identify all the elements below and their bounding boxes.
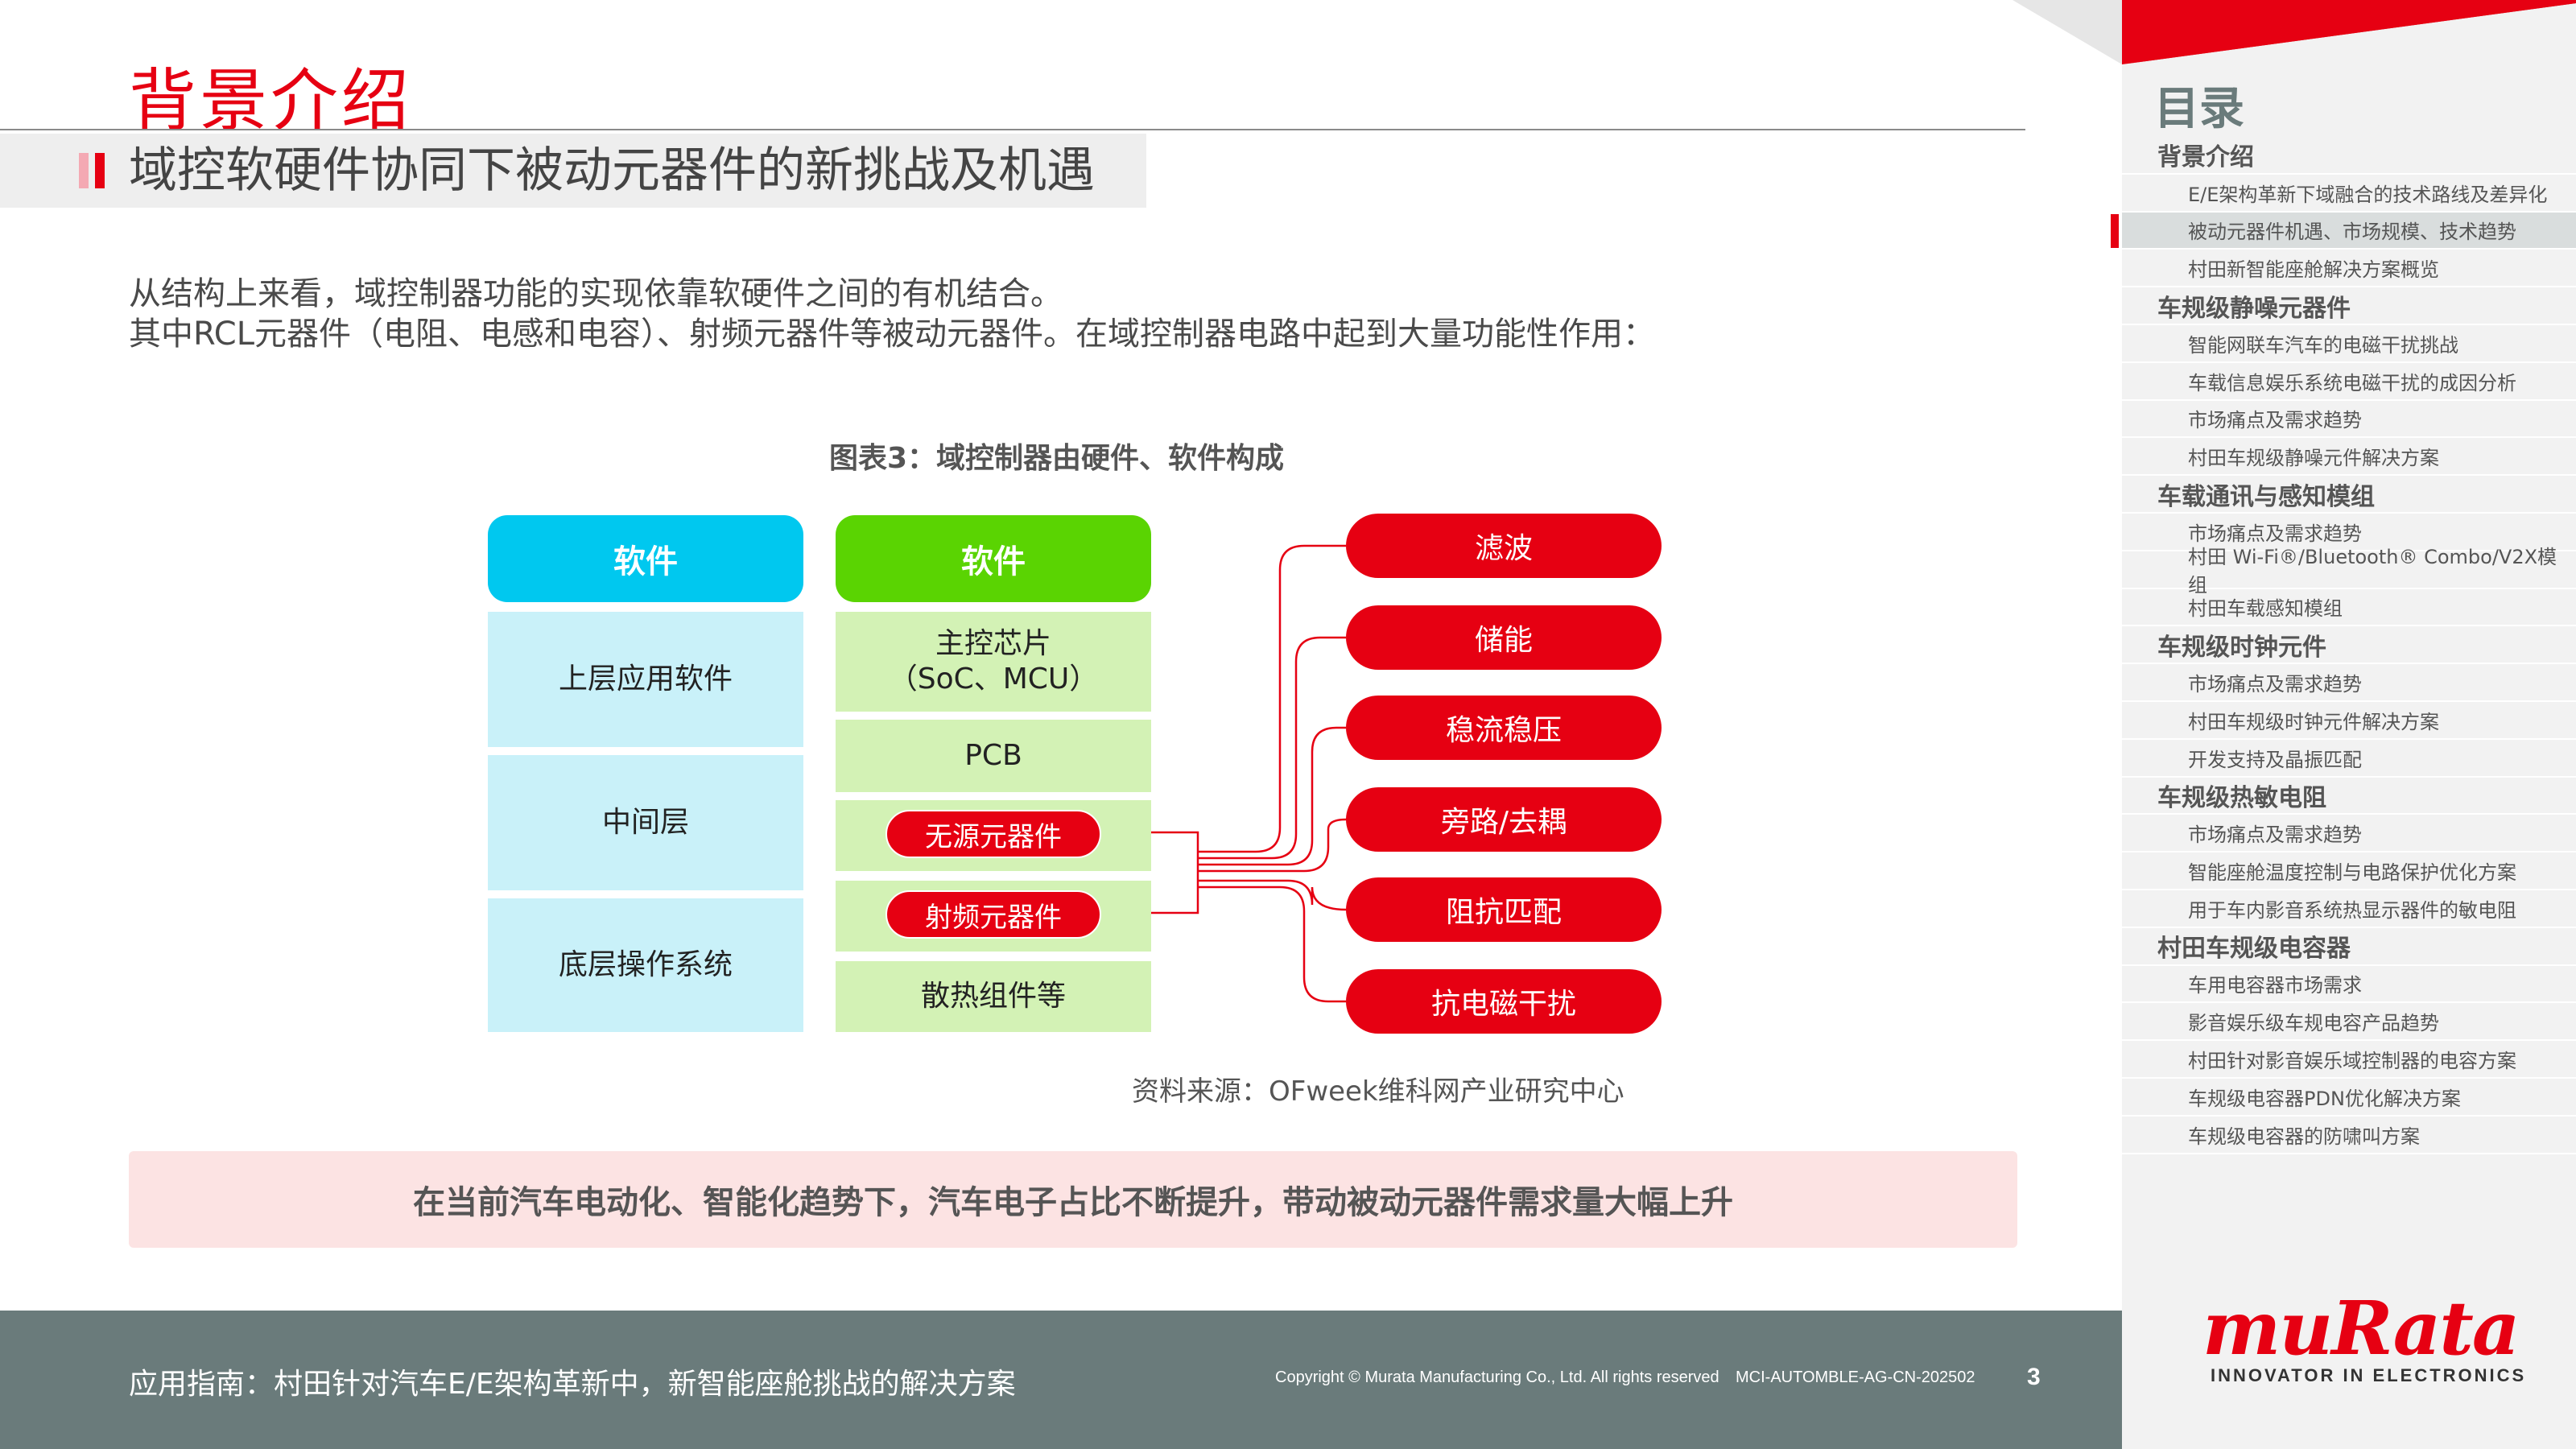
subtitle-marker-red — [95, 153, 105, 188]
toc-section-comm-sensing[interactable]: 车载通讯与感知模组 — [2122, 476, 2576, 514]
toc-item-comm-market[interactable]: 市场痛点及需求趋势 — [2122, 514, 2576, 551]
toc-item-crystal-matching[interactable]: 开发支持及晶振匹配 — [2122, 740, 2576, 778]
toc-list: 背景介绍 E/E架构革新下域融合的技术路线及差异化 被动元器件机遇、市场规模、技… — [2111, 137, 2576, 1154]
rf-component-pill: 射频元器件 — [886, 890, 1101, 939]
cell-upper-app: 上层应用软件 — [488, 612, 803, 747]
function-impedance-matching: 阻抗匹配 — [1346, 877, 1662, 942]
toc-item-capacitor-trend[interactable]: 影音娱乐级车规电容产品趋势 — [2122, 1003, 2576, 1042]
connector-regulate — [1198, 726, 1346, 866]
toc-section-capacitor[interactable]: 村田车规级电容器 — [2122, 928, 2576, 966]
toc-item-timing-solution[interactable]: 村田车规级时钟元件解决方案 — [2122, 702, 2576, 740]
connector-bypass — [1198, 818, 1347, 873]
toc-item-capacitor-demand[interactable]: 车用电容器市场需求 — [2122, 966, 2576, 1004]
toc-title: 目录 — [2154, 83, 2244, 135]
connector-storage — [1198, 636, 1346, 860]
cell-pcb: PCB — [836, 720, 1151, 792]
cell-main-chip: 主控芯片 （SoC、MCU） — [836, 612, 1151, 712]
function-filter: 滤波 — [1346, 514, 1662, 578]
toc-item-noise-solution[interactable]: 村田车规级静噪元件解决方案 — [2122, 438, 2576, 477]
subtitle-marker-pink — [79, 153, 89, 188]
toc-item-thermistor-market[interactable]: 市场痛点及需求趋势 — [2122, 815, 2576, 853]
key-message-callout: 在当前汽车电动化、智能化趋势下，汽车电子占比不断提升，带动被动元器件需求量大幅上… — [129, 1151, 2017, 1248]
toc-item-cockpit-overview[interactable]: 村田新智能座舱解决方案概览 — [2122, 250, 2576, 288]
page-number: 3 — [2027, 1364, 2041, 1390]
toc-item-noise-market[interactable]: 市场痛点及需求趋势 — [2122, 401, 2576, 439]
toc-item-display-thermistor[interactable]: 用于车内影音系统热显示器件的敏电阻 — [2122, 890, 2576, 928]
intro-line-1: 从结构上来看，域控制器功能的实现依靠软硬件之间的有机结合。 — [129, 275, 1063, 312]
toc-section-timing[interactable]: 车规级时钟元件 — [2122, 626, 2576, 665]
intro-line-2: 其中RCL元器件（电阻、电感和电容）、射频元器件等被动元器件。在域控制器电路中起… — [129, 316, 1656, 353]
toc-item-emi-cause[interactable]: 车载信息娱乐系统电磁干扰的成因分析 — [2122, 363, 2576, 401]
title-divider — [0, 129, 2025, 130]
figure-source: 资料来源：OFweek维科网产业研究中心 — [1132, 1075, 1624, 1108]
toc-section-background[interactable]: 背景介绍 — [2122, 137, 2576, 175]
left-column-header: 软件 — [488, 515, 803, 602]
cell-thermal: 散热组件等 — [836, 961, 1151, 1032]
cell-middleware: 中间层 — [488, 755, 803, 890]
connector-filter — [1198, 544, 1346, 853]
main-chip-line-2: （SoC、MCU） — [888, 663, 1099, 696]
footer-doc-code: MCI-AUTOMBLE-AG-CN-202502 — [1736, 1368, 1975, 1386]
toc-item-pdn-optimization[interactable]: 车规级电容器PDN优化解决方案 — [2122, 1079, 2576, 1117]
toc-item-emi-challenge[interactable]: 智能网联车汽车的电磁干扰挑战 — [2122, 325, 2576, 363]
toc-item-capacitor-solution[interactable]: 村田针对影音娱乐域控制器的电容方案 — [2122, 1041, 2576, 1079]
toc-item-ee-architecture[interactable]: E/E架构革新下域融合的技术路线及差异化 — [2122, 175, 2576, 213]
subtitle-bar — [0, 134, 1146, 208]
footer-copyright: Copyright © Murata Manufacturing Co., Lt… — [1275, 1368, 1719, 1386]
toc-item-wifi-bt-module[interactable]: 村田 Wi-Fi®/Bluetooth® Combo/V2X模组 — [2122, 546, 2576, 597]
toc-section-thermistor[interactable]: 车规级热敏电阻 — [2122, 778, 2576, 815]
footer-guide-title: 应用指南：村田针对汽车E/E架构革新中，新智能座舱挑战的解决方案 — [129, 1368, 1016, 1401]
passive-component-pill: 无源元器件 — [886, 810, 1101, 858]
right-column-header: 软件 — [836, 515, 1151, 602]
intro-text: 从结构上来看，域控制器功能的实现依靠软硬件之间的有机结合。 其中RCL元器件（电… — [129, 274, 1655, 354]
toc-item-anti-squeal[interactable]: 车规级电容器的防啸叫方案 — [2122, 1117, 2576, 1154]
page-title: 背景介绍 — [129, 61, 413, 140]
cell-os: 底层操作系统 — [488, 898, 803, 1032]
murata-logo: muRata — [2202, 1285, 2520, 1372]
function-energy-storage: 储能 — [1346, 605, 1662, 670]
function-anti-emi: 抗电磁干扰 — [1346, 969, 1662, 1034]
toc-item-thermal-protection[interactable]: 智能座舱温度控制与电路保护优化方案 — [2122, 852, 2576, 890]
toc-section-noise-suppression[interactable]: 车规级静噪元器件 — [2122, 287, 2576, 325]
function-regulation: 稳流稳压 — [1346, 696, 1662, 760]
figure-title: 图表3：域控制器由硬件、软件构成 — [829, 442, 1285, 475]
footer-bar — [0, 1311, 2122, 1449]
toc-item-passive-opportunity[interactable]: 被动元器件机遇、市场规模、技术趋势 — [2111, 212, 2576, 250]
brand-tagline: INNOVATOR IN ELECTRONICS — [2211, 1365, 2527, 1385]
connector-emi — [1198, 886, 1346, 1003]
connector-impedance — [1198, 879, 1347, 911]
corner-decoration — [2013, 0, 2576, 64]
main-chip-line-1: 主控芯片 — [935, 627, 1051, 660]
toc-item-timing-market[interactable]: 市场痛点及需求趋势 — [2122, 664, 2576, 702]
page-subtitle: 域控软硬件协同下被动元器件的新挑战及机遇 — [129, 142, 1095, 199]
toc-item-sensing-module[interactable]: 村田车载感知模组 — [2122, 589, 2576, 627]
function-bypass-decoupling: 旁路/去耦 — [1346, 787, 1662, 852]
